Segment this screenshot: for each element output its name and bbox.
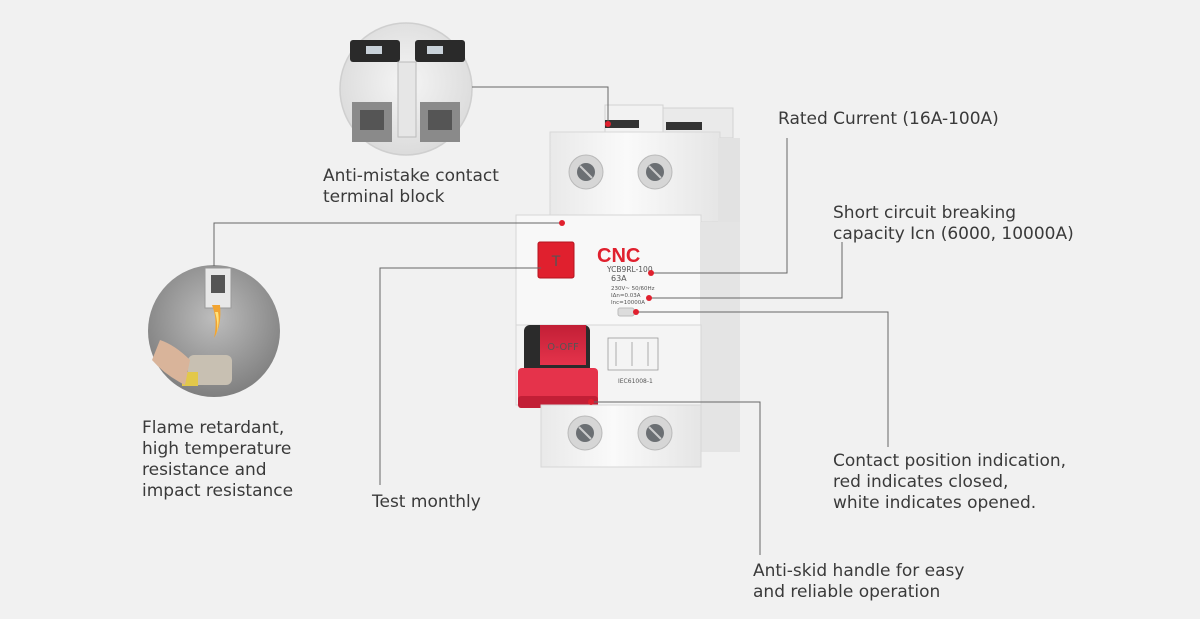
handle-label: O-OFF <box>547 342 579 353</box>
short-circuit-label: Short circuit breaking capacity Icn (600… <box>833 203 1074 244</box>
model-text: YCB9RL-100 <box>606 265 653 274</box>
anti-mistake-label: Anti-mistake contact terminal block <box>323 166 499 207</box>
test-monthly-label: Test monthly <box>372 492 481 512</box>
rated-current-label: Rated Current (16A-100A) <box>778 109 999 129</box>
contact-position-label: Contact position indication, red indicat… <box>833 451 1067 513</box>
spec-line-1: 230V~ 50/60Hz <box>611 286 655 292</box>
rating-text: 63A <box>611 274 627 283</box>
leader-lines <box>213 86 889 555</box>
terminal-block-inset <box>339 22 473 156</box>
spec-line-2: IΔn=0.03A <box>611 293 641 299</box>
standard-text: IEC61008-1 <box>618 378 653 385</box>
rccb-device: T CNC YCB9RL-100 63A 230V~ 50/60Hz IΔn=0… <box>515 104 740 468</box>
flame-retardant-label: Flame retardant, high temperature resist… <box>142 418 294 501</box>
spec-line-3: Inc=10000A <box>611 300 645 306</box>
flame-test-inset <box>148 265 280 397</box>
test-button-label: T <box>551 254 561 270</box>
anti-skid-label: Anti-skid handle for easy and reliable o… <box>753 561 965 602</box>
brand-logo: CNC <box>597 245 640 267</box>
